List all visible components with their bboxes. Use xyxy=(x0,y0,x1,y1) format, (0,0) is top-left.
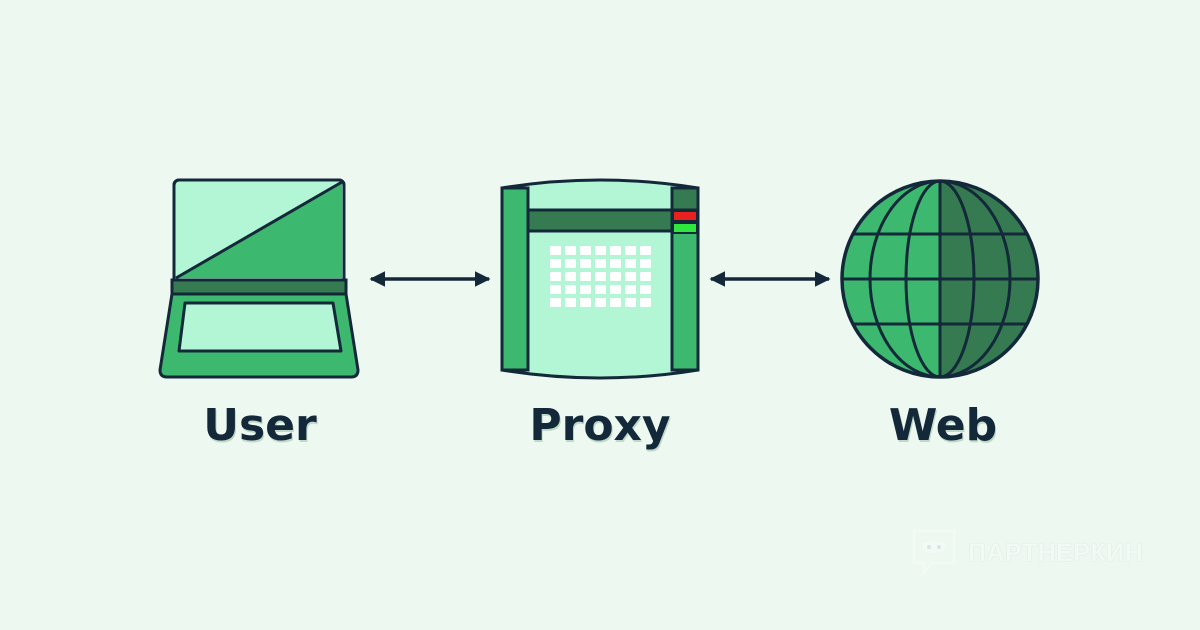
node-label-proxy: Proxy xyxy=(529,400,671,451)
node-label-user: User xyxy=(203,400,317,451)
watermark: ПАРТНЕРКИН xyxy=(910,526,1143,580)
server-grid xyxy=(550,246,651,307)
server-icon xyxy=(500,178,700,380)
node-label-web: Web xyxy=(888,400,998,451)
speech-bubble-mask-icon xyxy=(912,529,956,575)
watermark-text: ПАРТНЕРКИН xyxy=(968,538,1144,567)
globe-icon xyxy=(840,179,1040,379)
laptop-icon xyxy=(158,178,360,379)
